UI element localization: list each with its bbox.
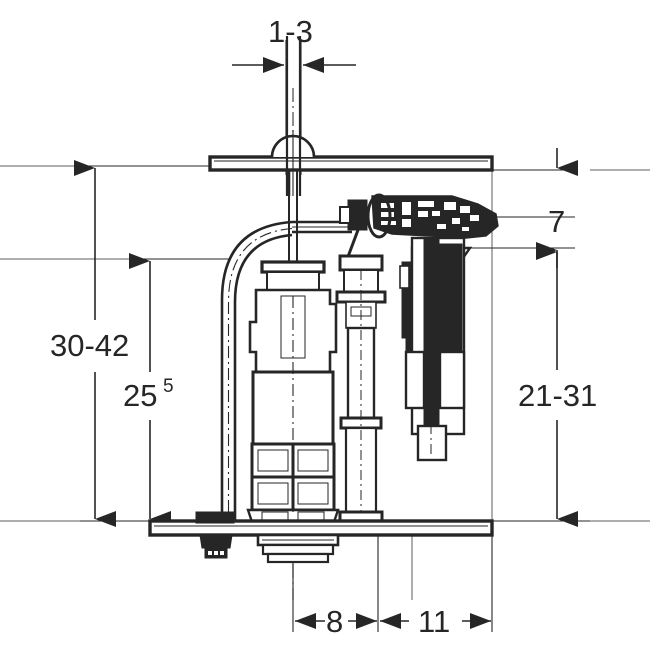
- top-cover-plate: [208, 155, 494, 172]
- construction-lines: [0, 165, 650, 600]
- dimension-label-25-5-superscript: 5: [163, 376, 174, 397]
- outlet-fitting-right: [256, 533, 340, 564]
- dimension-label-7: 7: [548, 204, 565, 239]
- dimension-label-1-3: 1-3: [268, 14, 313, 49]
- dimension-label-21-31: 21-31: [518, 378, 597, 413]
- dimension-label-11: 11: [418, 604, 450, 639]
- dimension-label-30-42: 30-42: [50, 328, 129, 363]
- float-guide-rod: [335, 254, 387, 524]
- dimension-label-8: 8: [326, 604, 343, 639]
- fill-valve-assembly: [399, 236, 466, 462]
- flush-valve-body: [246, 260, 340, 524]
- actuator-push-rod: [285, 36, 302, 266]
- curved-overflow-tube: [220, 220, 352, 520]
- dimension-label-25-5: 25: [123, 378, 157, 413]
- outlet-fitting-left: [199, 534, 233, 559]
